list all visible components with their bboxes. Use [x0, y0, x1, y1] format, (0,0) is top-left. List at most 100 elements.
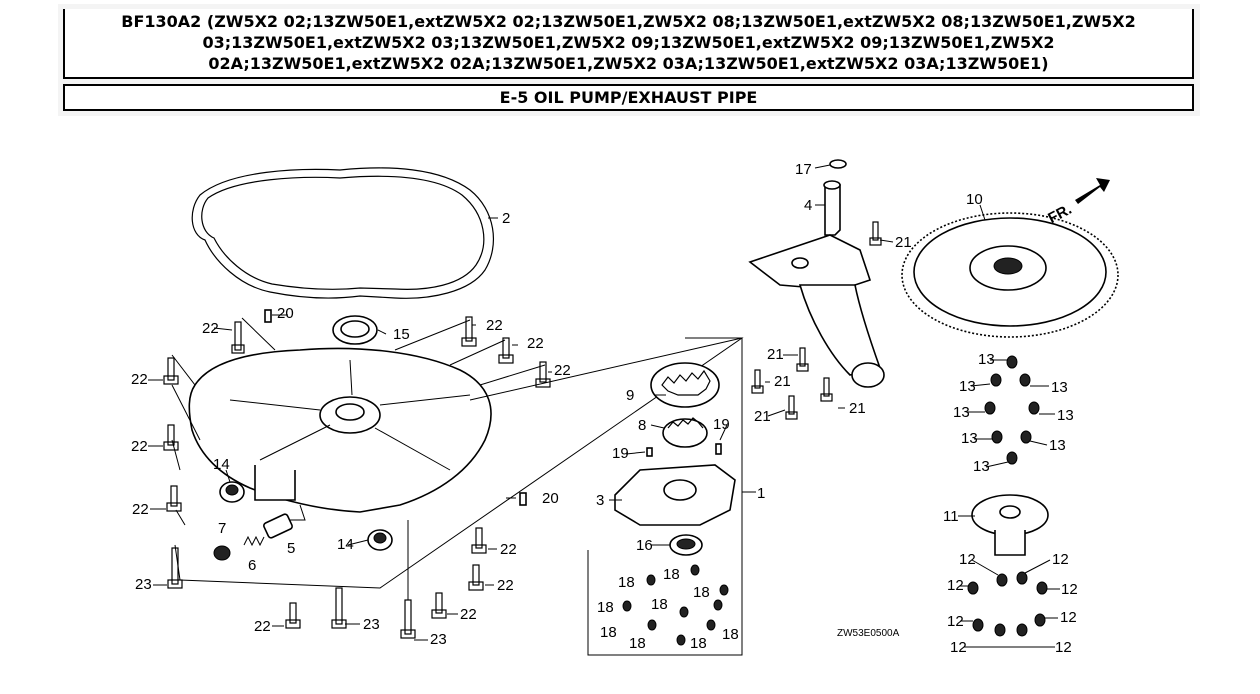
- inner-rotor-8[interactable]: [662, 417, 708, 448]
- callout-22b: 22: [131, 371, 148, 388]
- callout-22f: 22: [527, 335, 544, 352]
- callout-12a: 12: [959, 551, 976, 568]
- callout-13a: 13: [978, 351, 995, 368]
- bolt-22-group[interactable]: [163, 316, 551, 629]
- callout-1: 1: [757, 485, 765, 502]
- callout-22c: 22: [131, 438, 148, 455]
- model-title-line-2: 03;13ZW50E1,extZW5X2 03;13ZW50E1,ZW5X2 0…: [202, 33, 1055, 52]
- callout-23c: 23: [430, 631, 447, 648]
- title-box: BF130A2 (ZW5X2 02;13ZW50E1,extZW5X2 02;1…: [63, 9, 1194, 79]
- callout-18f: 18: [600, 624, 617, 641]
- gasket-part-2[interactable]: [191, 167, 494, 299]
- callout-19b: 19: [713, 416, 730, 433]
- callout-13f: 13: [961, 430, 978, 447]
- callout-23b: 23: [363, 616, 380, 633]
- front-arrow-icon: [1075, 178, 1110, 204]
- callout-22g: 22: [554, 362, 571, 379]
- callout-18a: 18: [618, 574, 635, 591]
- callout-21a: 21: [895, 234, 912, 251]
- washer-17[interactable]: [829, 159, 847, 169]
- callout-15: 15: [393, 326, 410, 343]
- callout-20a: 20: [277, 305, 294, 322]
- oil-case-body[interactable]: [188, 347, 492, 513]
- callout-21b: 21: [767, 346, 784, 363]
- callout-8: 8: [638, 417, 646, 434]
- spring-6[interactable]: [243, 535, 265, 547]
- callout-14b: 14: [337, 536, 354, 553]
- drawing-code: ZW53E0500A: [837, 628, 900, 639]
- pin-19a[interactable]: [646, 447, 653, 457]
- callout-18d: 18: [597, 599, 614, 616]
- callout-21c: 21: [774, 373, 791, 390]
- callout-12d: 12: [1061, 581, 1078, 598]
- callout-11: 11: [943, 508, 959, 525]
- flywheel-10[interactable]: [901, 212, 1119, 338]
- dowel-pin-20b[interactable]: [519, 492, 527, 506]
- callout-9: 9: [626, 387, 634, 404]
- callout-13e: 13: [1057, 407, 1074, 424]
- callout-22e: 22: [486, 317, 503, 334]
- callout-22h: 22: [500, 541, 517, 558]
- callout-2: 2: [502, 210, 510, 227]
- callout-18b: 18: [663, 566, 680, 583]
- exhaust-pipe-4[interactable]: [748, 180, 885, 388]
- callout-21d: 21: [849, 400, 866, 417]
- plug-14a[interactable]: [219, 481, 245, 503]
- callout-12c: 12: [947, 577, 964, 594]
- model-title-line-1: BF130A2 (ZW5X2 02;13ZW50E1,extZW5X2 02;1…: [121, 12, 1136, 31]
- callout-12g: 12: [950, 639, 967, 656]
- callout-14a: 14: [213, 456, 230, 473]
- callout-18e: 18: [651, 596, 668, 613]
- callout-13h: 13: [973, 458, 990, 475]
- callout-18g: 18: [722, 626, 739, 643]
- callout-21e: 21: [754, 408, 771, 425]
- callout-13c: 13: [1051, 379, 1068, 396]
- pump-cover-3[interactable]: [614, 464, 736, 526]
- oil-seal-15[interactable]: [332, 315, 378, 345]
- callout-22i: 22: [497, 577, 514, 594]
- outer-rotor-9[interactable]: [650, 362, 720, 408]
- callout-22a: 22: [202, 320, 219, 337]
- callout-12h: 12: [1055, 639, 1072, 656]
- callout-18i: 18: [690, 635, 707, 652]
- pin-19b[interactable]: [715, 443, 722, 455]
- section-title: E-5 OIL PUMP/EXHAUST PIPE: [63, 84, 1194, 111]
- callout-13b: 13: [959, 378, 976, 395]
- relief-valve-5[interactable]: [263, 513, 293, 539]
- callout-19a: 19: [612, 445, 629, 462]
- callout-18h: 18: [629, 635, 646, 652]
- callout-13d: 13: [953, 404, 970, 421]
- callout-4: 4: [804, 197, 812, 214]
- callout-3: 3: [596, 492, 604, 509]
- callout-13g: 13: [1049, 437, 1066, 454]
- drive-plate-11[interactable]: [971, 494, 1049, 556]
- bolt-13-group[interactable]: [984, 355, 1040, 465]
- callout-18c: 18: [693, 584, 710, 601]
- case-leader-lines: [171, 317, 744, 600]
- screw-18-group[interactable]: [622, 564, 729, 646]
- callout-17: 17: [795, 161, 812, 178]
- callout-5: 5: [287, 540, 295, 557]
- bolt-21-group[interactable]: [751, 221, 882, 420]
- callout-22d: 22: [132, 501, 149, 518]
- pump-assembly-bracket: [587, 337, 756, 656]
- callout-10: 10: [966, 191, 983, 208]
- model-title: BF130A2 (ZW5X2 02;13ZW50E1,extZW5X2 02;1…: [65, 11, 1192, 74]
- cap-7[interactable]: [213, 545, 231, 561]
- plug-14b[interactable]: [367, 529, 393, 551]
- model-title-line-3: 02A;13ZW50E1,extZW5X2 02A;13ZW50E1,ZW5X2…: [208, 54, 1049, 73]
- bolt-12-group[interactable]: [967, 571, 1048, 637]
- callout-12b: 12: [1052, 551, 1069, 568]
- callout-16: 16: [636, 537, 653, 554]
- callout-12f: 12: [1060, 609, 1077, 626]
- oil-seal-16[interactable]: [669, 534, 703, 556]
- callout-23a: 23: [135, 576, 152, 593]
- callout-22k: 22: [254, 618, 271, 635]
- callout-6: 6: [248, 557, 256, 574]
- callout-20b: 20: [542, 490, 559, 507]
- callout-leaders: [148, 164, 1060, 648]
- dowel-pin-20a[interactable]: [264, 309, 272, 323]
- callout-22j: 22: [460, 606, 477, 623]
- callout-12e: 12: [947, 613, 964, 630]
